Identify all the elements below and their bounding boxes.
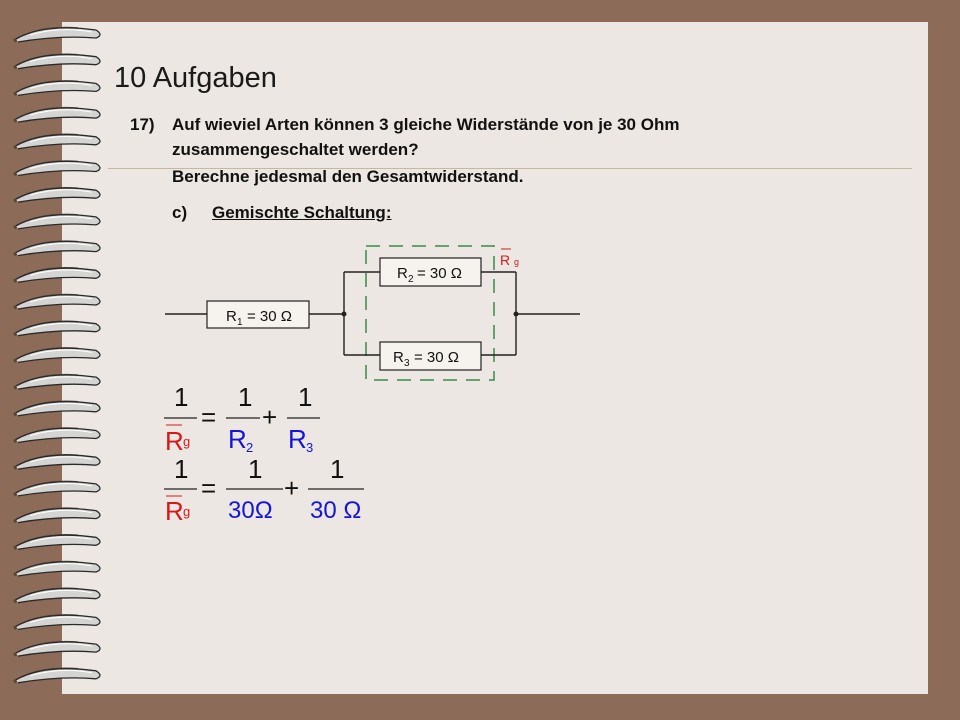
f2-lhs-index: g — [183, 504, 190, 519]
paper-sheet — [62, 22, 928, 694]
f1-t1-numerator: 1 — [238, 382, 252, 412]
r1-value: = 30 Ω — [247, 308, 292, 325]
spiral-ring — [13, 240, 101, 257]
f1-lhs-symbol: R — [165, 426, 184, 456]
resistor-r2: R 2 = 30 Ω — [379, 257, 482, 287]
page-title: 10 Aufgaben — [114, 62, 277, 94]
f1-t2-symbol: R — [288, 424, 307, 454]
f1-t2-numerator: 1 — [298, 382, 312, 412]
r3-index: 3 — [404, 358, 410, 369]
junction-left — [341, 311, 347, 317]
spiral-ring — [13, 480, 101, 497]
rg-label-index: g — [514, 257, 519, 267]
spiral-ring — [13, 534, 101, 550]
f2-plus: + — [284, 473, 299, 503]
part-title: Gemischte Schaltung: — [212, 203, 392, 222]
r1-symbol: R — [226, 308, 237, 325]
part-label: c) — [172, 203, 188, 222]
f1-t1-index: 2 — [246, 440, 253, 455]
question-number: 17) — [130, 115, 155, 134]
spiral-ring — [13, 587, 101, 604]
spiral-ring — [13, 347, 101, 364]
formula-2: 1 R g = 1 30Ω + 1 30 Ω — [164, 454, 364, 526]
notebook-spiral — [13, 26, 101, 684]
f2-t2-value: 30 Ω — [310, 497, 361, 524]
f2-t1-numerator: 1 — [248, 454, 262, 484]
spiral-ring — [13, 614, 101, 631]
spiral-ring — [13, 213, 101, 230]
f2-equals: = — [201, 473, 216, 503]
f2-lhs-numerator: 1 — [174, 454, 188, 484]
spiral-ring — [13, 133, 101, 150]
r1-index: 1 — [237, 317, 243, 328]
resistor-r1: R 1 = 30 Ω — [206, 300, 310, 329]
question-line-1: Auf wieviel Arten können 3 gleiche Wider… — [172, 115, 680, 134]
spiral-ring — [13, 667, 101, 684]
rg-label-symbol: R — [500, 252, 510, 268]
f1-t2-index: 3 — [306, 440, 313, 455]
spiral-ring — [13, 53, 101, 70]
r2-value: = 30 Ω — [417, 265, 462, 282]
junction-right — [513, 311, 519, 317]
f1-lhs-numerator: 1 — [174, 382, 188, 412]
f2-t1-value: 30Ω — [228, 497, 273, 524]
spiral-ring — [13, 560, 101, 577]
spiral-ring — [13, 640, 101, 657]
spiral-ring — [13, 267, 101, 283]
spiral-ring — [13, 454, 101, 470]
f1-lhs-index: g — [183, 434, 190, 449]
spiral-ring — [13, 187, 101, 203]
question-line-3: Berechne jedesmal den Gesamtwiderstand. — [172, 167, 524, 186]
r3-value: = 30 Ω — [414, 349, 459, 366]
rg-label: R g — [500, 248, 519, 268]
f1-t1-symbol: R — [228, 424, 247, 454]
f2-lhs-symbol: R — [165, 496, 184, 526]
spiral-ring — [13, 373, 101, 390]
divider-rule — [108, 168, 912, 169]
question-line-2: zusammengeschaltet werden? — [172, 140, 419, 159]
r2-symbol: R — [397, 265, 408, 282]
resistor-r3: R 3 = 30 Ω — [379, 341, 482, 371]
spiral-ring — [13, 400, 101, 417]
f1-equals: = — [201, 402, 216, 432]
r3-symbol: R — [393, 349, 404, 366]
spiral-ring — [13, 80, 101, 97]
f2-t2-numerator: 1 — [330, 454, 344, 484]
spiral-ring — [13, 26, 101, 43]
formula-1: 1 R g = 1 R 2 + 1 R 3 — [164, 382, 320, 456]
spiral-ring — [13, 320, 101, 337]
spiral-ring — [13, 106, 101, 123]
spiral-ring — [13, 427, 101, 444]
r2-index: 2 — [408, 274, 414, 285]
spiral-ring — [13, 507, 101, 524]
spiral-ring — [13, 293, 101, 310]
spiral-ring — [13, 160, 101, 177]
rg-boundary — [365, 245, 495, 381]
f1-plus: + — [262, 402, 277, 432]
